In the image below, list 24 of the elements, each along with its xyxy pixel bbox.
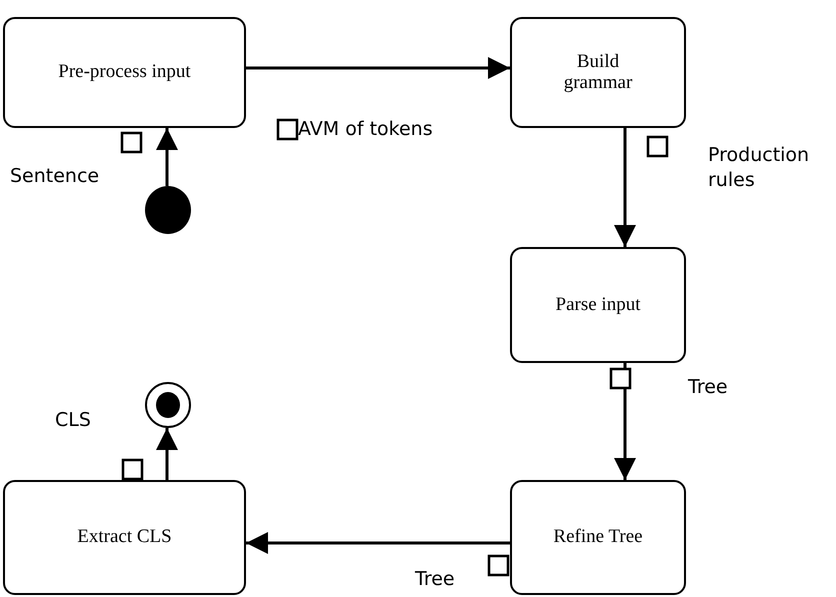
action-box [510, 247, 686, 363]
pin-label: Production rules [708, 143, 810, 192]
arrow [156, 428, 178, 480]
action-box [3, 480, 246, 595]
action-box [510, 480, 686, 595]
initial-node [145, 186, 191, 234]
action-box [510, 17, 686, 128]
arrow [246, 57, 510, 79]
action-label: Pre-process input [58, 62, 191, 83]
pin-label: CLS [55, 408, 91, 433]
arrow [246, 532, 510, 554]
pin-label: AVM of tokens [298, 117, 433, 142]
arrow [614, 128, 636, 247]
action-label: Build grammar [562, 52, 634, 94]
arrow [614, 363, 636, 480]
pin-label: Tree [688, 375, 728, 400]
arrow [156, 128, 178, 186]
action-label: Refine Tree [553, 527, 643, 548]
pin-label: Tree [415, 567, 455, 592]
action-label: Parse input [556, 294, 640, 316]
action-box [3, 17, 246, 128]
action-label: Extract CLS [77, 527, 172, 548]
pin-label: Sentence [10, 164, 100, 189]
final-node [145, 382, 191, 428]
